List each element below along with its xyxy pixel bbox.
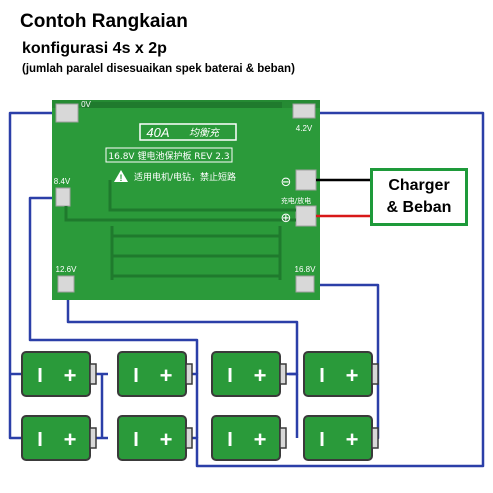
- battery-plus-label: +: [160, 427, 173, 452]
- bms-board: !: [52, 100, 320, 300]
- battery-plus-label: +: [160, 363, 173, 388]
- board-traces: [64, 180, 296, 280]
- wire-8v4: [28, 196, 199, 374]
- pad-8v4: [55, 187, 71, 207]
- board-body: [52, 100, 320, 300]
- plus-symbol: ⊕: [281, 211, 292, 226]
- pad-0v: [55, 103, 79, 123]
- battery-terminal: [89, 363, 97, 385]
- battery-plus-label: +: [254, 427, 267, 452]
- charger-load-box: Charger & Beban: [370, 168, 468, 226]
- battery-plus-label: +: [64, 427, 77, 452]
- board-warning: 适用电机/电钻，禁止短路: [134, 171, 236, 183]
- wire-0v: [8, 111, 60, 440]
- pad-12v6: [57, 275, 75, 293]
- battery-minus-label: I: [319, 365, 325, 387]
- pad-label-4v2: 4.2V: [296, 124, 313, 133]
- battery-plus-label: +: [346, 363, 359, 388]
- model-box: [105, 147, 233, 163]
- battery-body: [303, 415, 373, 461]
- battery-cell: I+: [211, 415, 287, 461]
- battery-cell: I+: [303, 415, 379, 461]
- battery-terminal: [279, 363, 287, 385]
- battery-plus-label: +: [254, 363, 267, 388]
- battery-body: [21, 415, 91, 461]
- rating-box: [139, 123, 237, 141]
- board-rating-cn: 均衡充: [189, 127, 221, 139]
- battery-body: [117, 415, 187, 461]
- pad-label-12v6: 12.6V: [56, 265, 78, 274]
- diagram-title: Contoh Rangkaian: [20, 11, 188, 32]
- board-rating: 40A: [146, 125, 169, 140]
- battery-minus-label: I: [227, 365, 233, 387]
- board-model: 16.8V 锂电池保护板 REV 2.3: [108, 150, 229, 162]
- battery-minus-label: I: [37, 429, 43, 451]
- trace-1: [64, 206, 296, 222]
- battery-cell: I+: [21, 415, 97, 461]
- battery-cell: I+: [117, 351, 193, 397]
- load-label: & Beban: [386, 199, 452, 216]
- battery-terminal: [371, 363, 379, 385]
- battery-minus-label: I: [133, 429, 139, 451]
- battery-terminal: [89, 427, 97, 449]
- battery-cell: I+: [211, 351, 287, 397]
- warning-icon: [114, 170, 128, 182]
- pad-positive: [295, 205, 317, 227]
- warning-mark: !: [120, 173, 123, 183]
- battery-terminal: [185, 363, 193, 385]
- battery-body: [211, 415, 281, 461]
- charger-label: Charger: [388, 177, 450, 194]
- battery-cells: I+I+I+I+I+I+I+I+: [21, 351, 379, 461]
- battery-body: [303, 351, 373, 397]
- diagram-subtitle: konfigurasi 4s x 2p: [22, 40, 167, 57]
- battery-body: [117, 351, 187, 397]
- battery-cell: I+: [21, 351, 97, 397]
- pad-label-16v8: 16.8V: [295, 265, 317, 274]
- battery-terminal: [185, 427, 193, 449]
- battery-plus-label: +: [64, 363, 77, 388]
- minus-symbol: ⊖: [281, 175, 292, 190]
- battery-body: [21, 351, 91, 397]
- board-charge-label: 充电/放电: [281, 196, 311, 205]
- board-top-strip: [82, 102, 282, 108]
- battery-minus-label: I: [37, 365, 43, 387]
- battery-minus-label: I: [319, 429, 325, 451]
- pad-label-8v4: 8.4V: [54, 177, 71, 186]
- pad-4v2: [292, 103, 316, 119]
- pad-negative: [295, 169, 317, 191]
- diagram-note: (jumlah paralel disesuaikan spek baterai…: [22, 63, 295, 75]
- battery-terminal: [279, 427, 287, 449]
- battery-cell: I+: [117, 415, 193, 461]
- battery-minus-label: I: [133, 365, 139, 387]
- battery-plus-label: +: [346, 427, 359, 452]
- pad-16v8: [295, 275, 315, 293]
- battery-minus-label: I: [227, 429, 233, 451]
- pad-label-0v: 0V: [81, 100, 91, 109]
- battery-terminal: [371, 427, 379, 449]
- battery-body: [211, 351, 281, 397]
- trace-2: [108, 180, 296, 212]
- battery-cell: I+: [303, 351, 379, 397]
